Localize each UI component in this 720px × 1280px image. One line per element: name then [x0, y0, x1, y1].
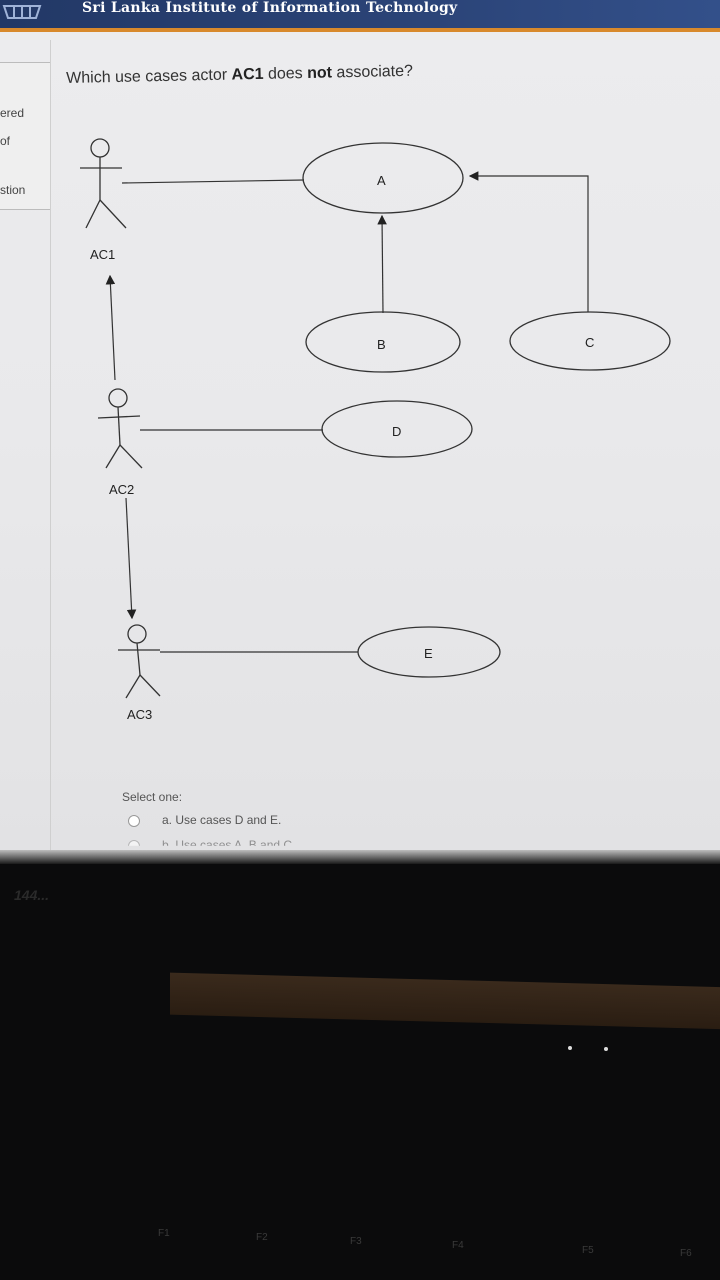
associations — [105, 171, 589, 653]
header-accent-stripe — [0, 28, 720, 32]
key-f5: F5 — [582, 1245, 594, 1256]
use-case-d-label: D — [392, 424, 401, 439]
question-content — [50, 40, 720, 860]
bezel-label: 144... — [14, 887, 50, 903]
actor-ac2-figure — [97, 388, 143, 469]
actor-ac1-figure — [80, 138, 127, 229]
use-case-diagram: AC1 AC2 AC3 — [80, 138, 671, 722]
key-f2: F2 — [256, 1232, 268, 1243]
actor-ac3-figure — [118, 624, 161, 699]
radio-button[interactable] — [128, 814, 140, 827]
radio-button[interactable] — [128, 839, 140, 846]
sliit-logo-icon — [2, 5, 42, 19]
actor-ac1-label: AC1 — [90, 247, 115, 262]
status-text: ered — [0, 106, 25, 120]
key-f3: F3 — [350, 1236, 362, 1247]
indicator-light — [568, 1046, 572, 1050]
desk-surface — [170, 972, 720, 1030]
answer-option-a[interactable]: a. Use cases D and E. — [128, 813, 281, 827]
answer-option-label: b. Use cases A, B and C. — [162, 838, 296, 852]
answer-option-b[interactable]: b. Use cases A, B and C. — [128, 838, 296, 852]
select-one-prompt: Select one: — [122, 790, 183, 804]
flag-question-link[interactable]: stion — [0, 183, 26, 197]
actor-ac2-label: AC2 — [109, 482, 134, 497]
key-f4: F4 — [452, 1240, 464, 1251]
actor-ac3-label: AC3 — [127, 707, 152, 722]
key-f1: F1 — [158, 1228, 170, 1239]
key-f6: F6 — [680, 1248, 692, 1259]
use-case-ellipses — [302, 142, 671, 678]
answer-option-label: a. Use cases D and E. — [162, 813, 282, 827]
use-case-b-label: B — [377, 337, 386, 352]
site-title: Sri Lanka Institute of Information Techn… — [82, 0, 458, 16]
browser-screen: Sri Lanka Institute of Information Techn… — [0, 0, 720, 860]
marks-text: of — [0, 134, 11, 148]
use-case-e-label: E — [424, 646, 433, 661]
site-header: Sri Lanka Institute of Information Techn… — [0, 0, 720, 28]
use-case-a-label: A — [377, 173, 386, 188]
use-case-c-label: C — [585, 335, 594, 350]
indicator-light — [604, 1047, 608, 1051]
monitor-bezel-edge — [0, 850, 720, 864]
